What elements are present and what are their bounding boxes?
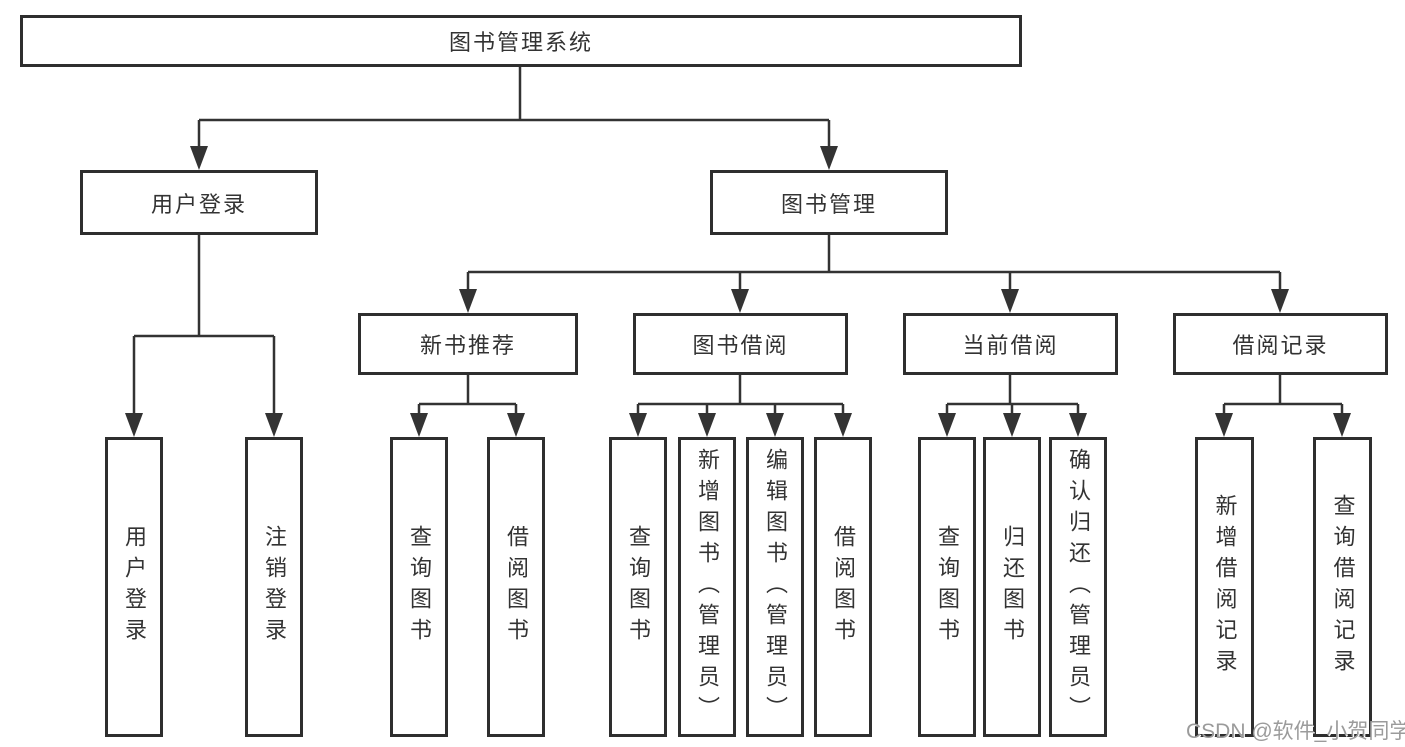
node-new-book-recommendation: 新书推荐 [358, 313, 578, 375]
node-label: 图书管理系统 [448, 30, 593, 55]
leaf-confirm-return-admin: 确认归还（管理员） [1049, 437, 1107, 737]
node-label: 用户登录 [122, 525, 147, 649]
leaf-add-borrow-record: 新增借阅记录 [1195, 437, 1254, 737]
leaf-add-books-admin: 新增图书（管理员） [678, 437, 736, 737]
node-label: 新增借阅记录 [1212, 494, 1238, 680]
node-user-login: 用户登录 [80, 170, 318, 235]
node-current-borrowing: 当前借阅 [903, 313, 1118, 375]
leaf-user-login: 用户登录 [105, 437, 163, 737]
leaf-edit-books-admin: 编辑图书（管理员） [746, 437, 804, 737]
leaf-query-borrow-record: 查询借阅记录 [1313, 437, 1372, 737]
leaf-query-books-recommend: 查询图书 [390, 437, 448, 737]
leaf-borrow-books: 借阅图书 [814, 437, 872, 737]
node-label: 归还图书 [1000, 525, 1025, 649]
node-label: 查询图书 [626, 525, 651, 649]
leaf-borrow-books-recommend: 借阅图书 [487, 437, 545, 737]
csdn-watermark: CSDN @软件_小贺同学 [1186, 720, 1405, 743]
leaf-query-books-borrowing: 查询图书 [609, 437, 667, 737]
node-label: 借阅图书 [831, 525, 856, 649]
node-label: 查询图书 [407, 525, 432, 649]
node-label: 注销登录 [262, 525, 287, 649]
node-label: 确认归还（管理员） [1066, 447, 1091, 727]
leaf-logout: 注销登录 [245, 437, 303, 737]
node-label: 用户登录 [150, 191, 247, 217]
node-label: 借阅图书 [504, 525, 529, 649]
node-label: 编辑图书（管理员） [763, 447, 788, 727]
node-borrowing-records: 借阅记录 [1173, 313, 1388, 375]
node-label: 借阅记录 [1232, 333, 1329, 358]
node-label: 当前借阅 [962, 333, 1059, 358]
node-library-management-system: 图书管理系统 [20, 15, 1022, 67]
node-label: 查询借阅记录 [1330, 494, 1356, 680]
leaf-query-books-current: 查询图书 [918, 437, 976, 737]
node-label: 新增图书（管理员） [695, 447, 720, 727]
node-label: 查询图书 [935, 525, 960, 649]
node-book-borrowing: 图书借阅 [633, 313, 848, 375]
leaf-return-books: 归还图书 [983, 437, 1041, 737]
node-label: 图书管理 [780, 191, 877, 217]
node-book-management: 图书管理 [710, 170, 948, 235]
node-label: 新书推荐 [419, 333, 516, 358]
node-label: 图书借阅 [692, 333, 789, 358]
arrow-down-icon [125, 146, 1351, 437]
